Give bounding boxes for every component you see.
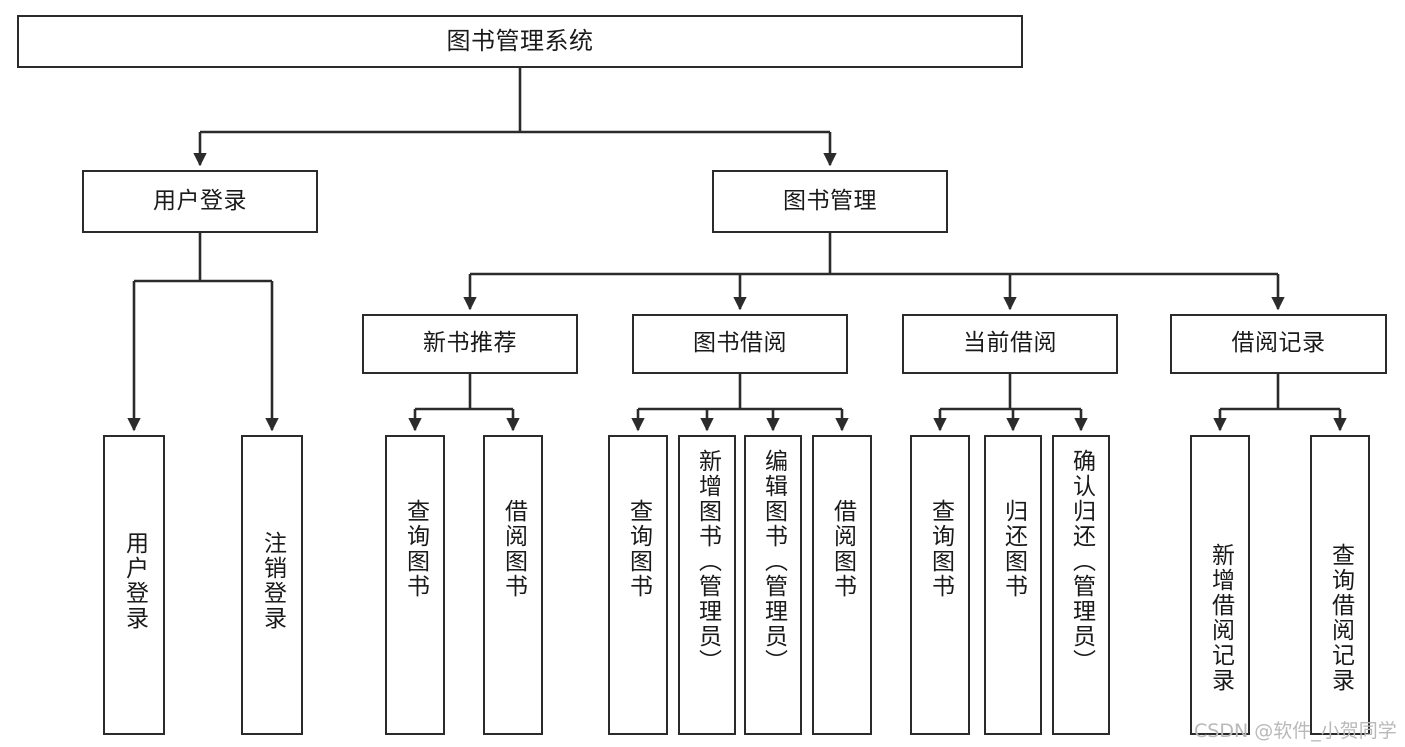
node-current-borrow[interactable]: 当前借阅 <box>902 314 1118 374</box>
node-leaf-query-book-3[interactable]: 查询图书 <box>910 435 970 735</box>
node-new-book-recommend[interactable]: 新书推荐 <box>362 314 578 374</box>
node-leaf-borrow-book-1[interactable]: 借阅图书 <box>483 435 543 735</box>
node-leaf-query-book-1[interactable]: 查询图书 <box>385 435 445 735</box>
node-leaf-user-logout[interactable]: 注销登录 <box>241 435 303 735</box>
node-leaf-borrow-book-2-label: 借阅图书 <box>829 499 856 599</box>
node-book-manage[interactable]: 图书管理 <box>712 170 948 233</box>
node-borrow-record-label: 借阅记录 <box>1231 330 1326 357</box>
node-user-login-label: 用户登录 <box>153 187 247 214</box>
node-leaf-return-book[interactable]: 归还图书 <box>984 435 1042 735</box>
node-book-borrow[interactable]: 图书借阅 <box>632 314 848 374</box>
node-leaf-query-book-2-label: 查询图书 <box>625 499 652 599</box>
csdn-watermark: CSDN @软件_小贺同学 <box>1194 720 1397 742</box>
node-leaf-query-book-1-label: 查询图书 <box>402 499 429 599</box>
node-user-login[interactable]: 用户登录 <box>82 170 318 233</box>
node-leaf-return-book-label: 归还图书 <box>1000 499 1027 599</box>
node-leaf-borrow-book-2[interactable]: 借阅图书 <box>812 435 872 735</box>
node-leaf-add-record[interactable]: 新增借阅记录 <box>1190 435 1250 735</box>
node-leaf-edit-book-label: 编辑图书（管理员） <box>760 449 787 674</box>
node-leaf-confirm-return-label: 确认归还（管理员） <box>1068 449 1095 674</box>
node-book-manage-label: 图书管理 <box>783 187 877 214</box>
node-leaf-add-record-label: 新增借阅记录 <box>1207 543 1234 693</box>
node-leaf-query-record-label: 查询借阅记录 <box>1327 543 1354 693</box>
node-leaf-confirm-return[interactable]: 确认归还（管理员） <box>1052 435 1110 735</box>
node-current-borrow-label: 当前借阅 <box>963 330 1057 357</box>
node-root[interactable]: 图书管理系统 <box>17 15 1023 68</box>
node-borrow-record[interactable]: 借阅记录 <box>1170 314 1387 374</box>
node-leaf-user-login[interactable]: 用户登录 <box>103 435 165 735</box>
node-leaf-query-book-3-label: 查询图书 <box>927 499 954 599</box>
node-leaf-user-login-label: 用户登录 <box>121 531 148 631</box>
node-root-label: 图书管理系统 <box>446 27 594 56</box>
node-new-book-recommend-label: 新书推荐 <box>423 330 517 357</box>
node-book-borrow-label: 图书借阅 <box>693 330 787 357</box>
node-leaf-user-logout-label: 注销登录 <box>259 531 286 631</box>
node-leaf-add-book-label: 新增图书（管理员） <box>694 449 721 674</box>
node-leaf-query-book-2[interactable]: 查询图书 <box>608 435 668 735</box>
node-leaf-edit-book[interactable]: 编辑图书（管理员） <box>744 435 802 735</box>
node-leaf-add-book[interactable]: 新增图书（管理员） <box>678 435 736 735</box>
node-leaf-borrow-book-1-label: 借阅图书 <box>500 499 527 599</box>
node-leaf-query-record[interactable]: 查询借阅记录 <box>1310 435 1370 735</box>
